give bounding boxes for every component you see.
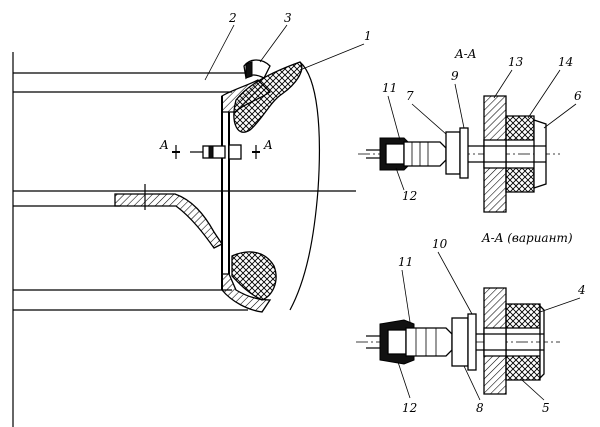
valve-seal <box>228 144 242 160</box>
section-title-variant: A-A (вариант) <box>481 231 573 245</box>
grommet-4 <box>505 303 541 329</box>
label-6: 6 <box>574 89 582 103</box>
label-7: 7 <box>406 89 414 103</box>
section-title-main: A-A <box>454 47 477 61</box>
leader-12-top <box>395 167 405 191</box>
wheel-assembly: A A 2 3 1 <box>12 11 372 427</box>
leader-3 <box>259 24 288 63</box>
valve-cap-inner-top <box>385 143 405 165</box>
leader-14 <box>527 69 561 119</box>
valve-cap-inner-bottom <box>387 329 407 355</box>
grommet-upper <box>505 115 535 141</box>
washer-10 <box>467 313 477 371</box>
nut-8 <box>451 317 469 367</box>
leader-5 <box>521 379 545 401</box>
valve-body-bottom <box>405 327 453 357</box>
label-8: 8 <box>476 401 484 415</box>
leader-4 <box>539 297 581 313</box>
leader-11-top <box>387 95 401 141</box>
rim-hole-bottom <box>483 327 507 357</box>
rim-hole <box>483 139 507 169</box>
label-4: 4 <box>577 283 586 297</box>
leader-10 <box>437 251 473 315</box>
lower-tire-bead <box>231 251 277 301</box>
rim-valve <box>190 144 242 160</box>
section-letter-left: A <box>159 138 169 152</box>
label-13: 13 <box>508 55 524 69</box>
label-12-top: 12 <box>402 189 417 203</box>
leader-2 <box>204 24 235 81</box>
leader-6 <box>543 103 577 129</box>
label-9: 9 <box>451 69 459 83</box>
label-2: 2 <box>228 11 237 25</box>
label-10: 10 <box>432 237 448 251</box>
leader-11-bottom <box>401 269 411 323</box>
label-3: 3 <box>284 11 292 25</box>
label-5: 5 <box>542 401 550 415</box>
label-1: 1 <box>364 29 372 43</box>
washer-9 <box>459 127 469 179</box>
section-a-a-variant: A-A (вариант) 11 1 <box>356 231 586 415</box>
leader-9 <box>454 83 465 129</box>
clip-dark <box>245 61 253 79</box>
upper-tire-bead <box>233 61 303 133</box>
leader-7 <box>411 103 447 135</box>
label-12-bottom: 12 <box>402 401 417 415</box>
leader-12-bottom <box>397 361 411 399</box>
leader-8 <box>463 365 481 401</box>
hub-disc <box>114 193 223 249</box>
leader-13 <box>493 69 513 99</box>
grommet-end <box>539 304 545 380</box>
leader-1 <box>299 43 365 71</box>
tire-contour <box>289 61 321 311</box>
section-a-a: A-A 11 <box>358 47 582 213</box>
label-11-bottom: 11 <box>398 255 413 269</box>
section-letter-right: A <box>263 138 273 152</box>
valve-nut-dark <box>208 145 214 159</box>
lower-rim-flange <box>221 273 272 313</box>
label-11-top: 11 <box>382 81 397 95</box>
valve-body-top <box>403 141 447 167</box>
sleeve-6 <box>533 119 547 189</box>
grommet-lower <box>505 167 535 193</box>
grommet-5 <box>505 355 541 381</box>
valve-nut <box>202 145 226 159</box>
label-14: 14 <box>558 55 573 69</box>
nut-7 <box>445 131 461 175</box>
